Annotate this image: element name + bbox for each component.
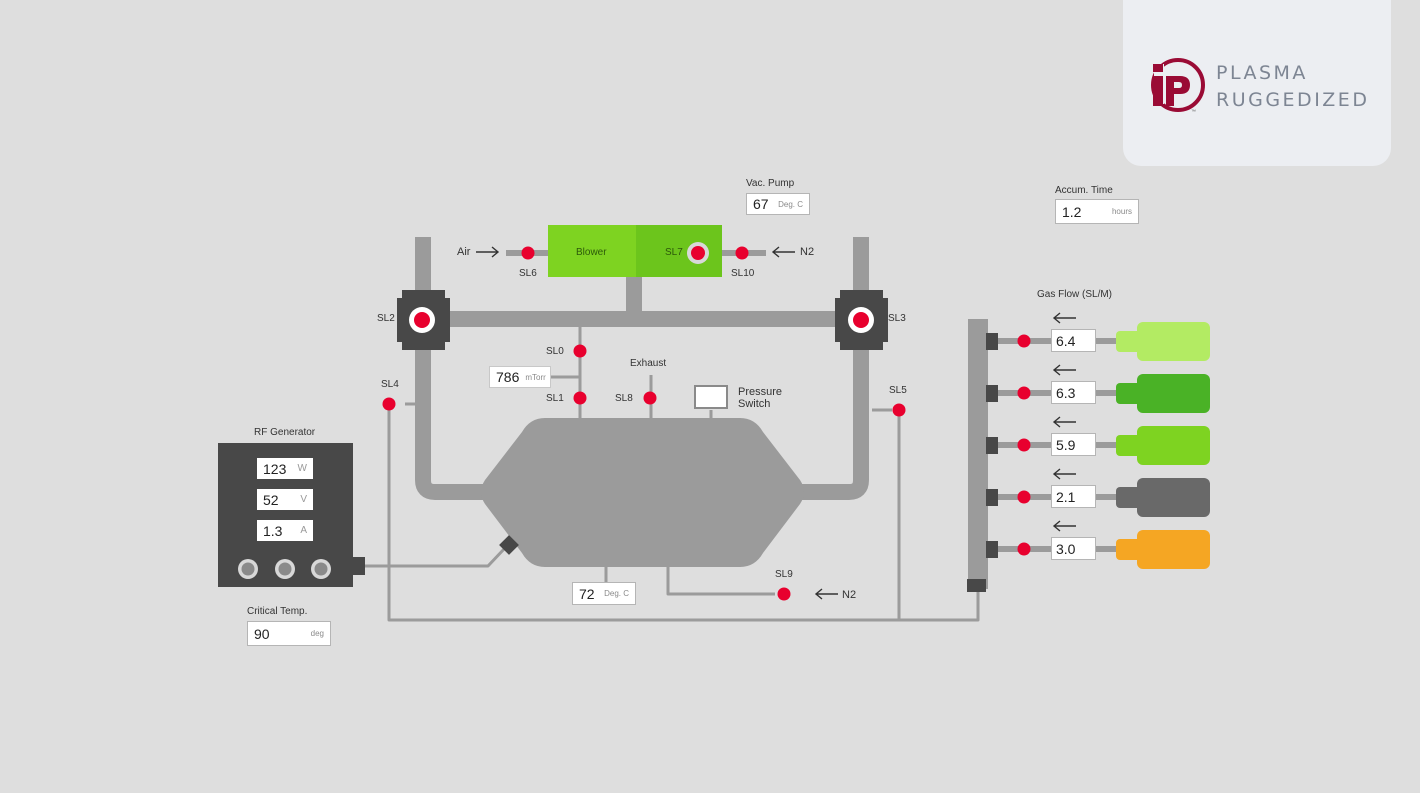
critical-temp-field: 90 deg xyxy=(247,621,331,646)
gas-cylinder-3[interactable] xyxy=(1116,426,1210,465)
rf-voltage-value: 52 xyxy=(263,491,279,508)
sl0-valve[interactable] xyxy=(573,344,587,358)
arrow-left-icon xyxy=(814,588,838,600)
gas-flow-field-4: 2.1 xyxy=(1051,485,1096,508)
sl10-label: SL10 xyxy=(731,268,755,279)
pressure-switch-line-1: Pressure xyxy=(738,386,783,398)
rf-current-value: 1.3 xyxy=(263,522,283,539)
vac-pump-temp-unit: Deg. C xyxy=(778,199,803,209)
critical-temp-label: Critical Temp. xyxy=(247,606,308,617)
sl9-valve[interactable] xyxy=(777,587,791,601)
sl8-label: SL8 xyxy=(615,393,633,404)
pressure-switch-line-2: Switch xyxy=(738,398,771,410)
critical-temp-unit: deg xyxy=(310,629,324,638)
gas-cylinder-2[interactable] xyxy=(1116,374,1210,413)
gas-cylinder-5[interactable] xyxy=(1116,530,1210,569)
arrow-left-icon xyxy=(1052,416,1076,428)
gas-cylinder-1[interactable] xyxy=(1116,322,1210,361)
rf-feedthrough xyxy=(499,535,519,555)
brand-card: ™ PLASMA RUGGEDIZED xyxy=(1123,0,1391,166)
sl3-label: SL3 xyxy=(888,313,906,324)
sl9-label: SL9 xyxy=(775,569,793,580)
sl10-valve[interactable] xyxy=(735,246,749,260)
arrow-left-icon xyxy=(1052,468,1076,480)
exhaust-label: Exhaust xyxy=(630,358,667,369)
brand-logo-icon xyxy=(1151,58,1205,112)
brand-wordmark: PLASMA RUGGEDIZED xyxy=(1216,60,1369,114)
pressure-switch-box[interactable] xyxy=(694,385,728,409)
chamber-temp-value: 72 xyxy=(579,585,595,602)
sl1-label: SL1 xyxy=(546,393,564,404)
rf-power-field: 123 W xyxy=(257,458,313,479)
sl6-valve[interactable] xyxy=(521,246,535,260)
n2-top-inlet-label: N2 xyxy=(800,246,815,258)
air-inlet-label: Air xyxy=(457,246,471,258)
sl8-valve[interactable] xyxy=(643,391,657,405)
sl4-label: SL4 xyxy=(381,379,399,390)
sl5-label: SL5 xyxy=(889,385,907,396)
pressure-unit: mTorr xyxy=(525,372,546,382)
sl5-valve[interactable] xyxy=(892,403,906,417)
gas-valve-5[interactable] xyxy=(1017,542,1031,556)
sl2-label: SL2 xyxy=(377,313,395,324)
pressure-field: 786 mTorr xyxy=(489,366,551,388)
brand-line-1: PLASMA xyxy=(1216,62,1308,84)
arrow-left-icon xyxy=(1052,364,1076,376)
sl4-valve[interactable] xyxy=(382,397,396,411)
rf-generator-label: RF Generator xyxy=(254,427,316,438)
accum-time-unit: hours xyxy=(1111,207,1132,216)
gas-valve-4[interactable] xyxy=(1017,490,1031,504)
pressure-switch-label: Pressure Switch xyxy=(738,386,782,410)
chamber-temp-unit: Deg. C xyxy=(604,589,629,598)
vac-pump-label: Vac. Pump xyxy=(746,178,795,189)
trademark-mark: ™ xyxy=(1191,109,1196,115)
rf-power-unit: W xyxy=(297,463,307,474)
gas-flow-field-2: 6.3 xyxy=(1051,381,1096,404)
gas-manifold xyxy=(968,319,988,589)
sl0-label: SL0 xyxy=(546,346,564,357)
chamber-temp-field: 72 Deg. C xyxy=(572,582,636,605)
accum-time-label: Accum. Time xyxy=(1055,185,1113,196)
gas-valve-2[interactable] xyxy=(1017,386,1031,400)
vac-pump-temp-value: 67 xyxy=(753,196,769,212)
arrow-left-icon xyxy=(771,246,795,258)
gas-cylinder-4[interactable] xyxy=(1116,478,1210,517)
rf-power-value: 123 xyxy=(263,460,287,477)
rf-output-connector xyxy=(353,557,365,575)
blower-unit[interactable] xyxy=(548,225,636,277)
sl7-label: SL7 xyxy=(665,247,683,258)
accum-time-value: 1.2 xyxy=(1062,203,1082,220)
brand-line-2: RUGGEDIZED xyxy=(1216,89,1370,111)
sl2-valve-body[interactable] xyxy=(397,290,450,350)
gas-flow-field-1: 6.4 xyxy=(1051,329,1096,352)
rf-voltage-field: 52 V xyxy=(257,489,313,510)
n2-bottom-inlet-label: N2 xyxy=(842,589,857,601)
blower-label: Blower xyxy=(576,247,607,258)
sl1-valve[interactable] xyxy=(573,391,587,405)
rf-current-field: 1.3 A xyxy=(257,520,313,541)
flow-arrows xyxy=(476,246,1076,600)
plasma-chamber xyxy=(481,418,804,567)
gas-flow-field-3: 5.9 xyxy=(1051,433,1096,456)
rf-knobs[interactable] xyxy=(238,559,331,579)
vac-pump-temp-field: 67 Deg. C xyxy=(746,193,810,215)
arrow-left-icon xyxy=(1052,520,1076,532)
critical-temp-value: 90 xyxy=(254,625,270,642)
sl3-valve-body[interactable] xyxy=(835,290,888,350)
arrow-right-icon xyxy=(476,246,500,258)
rf-voltage-unit: V xyxy=(300,494,307,505)
gas-flow-field-5: 3.0 xyxy=(1051,537,1096,560)
accum-time-field: 1.2 hours xyxy=(1055,199,1139,224)
arrow-left-icon xyxy=(1052,312,1076,324)
pressure-value: 786 xyxy=(496,369,520,385)
rf-current-unit: A xyxy=(300,525,307,536)
sl6-label: SL6 xyxy=(519,268,537,279)
gas-flow-label: Gas Flow (SL/M) xyxy=(1037,289,1113,300)
gas-valve-3[interactable] xyxy=(1017,438,1031,452)
gas-valve-1[interactable] xyxy=(1017,334,1031,348)
